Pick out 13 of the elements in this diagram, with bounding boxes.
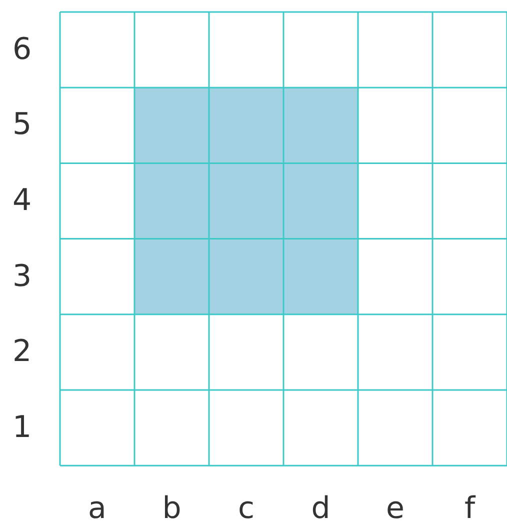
- row-label: 6: [11, 32, 33, 67]
- column-label: b: [161, 492, 182, 522]
- shaded-region: [134, 88, 358, 314]
- column-label: c: [237, 492, 256, 522]
- row-label: 3: [11, 260, 33, 294]
- column-label: d: [310, 492, 332, 522]
- column-label: a: [87, 492, 108, 522]
- row-label: 2: [11, 335, 33, 370]
- row-label: 5: [11, 108, 33, 142]
- column-label: e: [385, 492, 406, 522]
- row-label: 1: [11, 410, 33, 445]
- column-label: f: [463, 492, 477, 522]
- row-label: 4: [11, 184, 33, 218]
